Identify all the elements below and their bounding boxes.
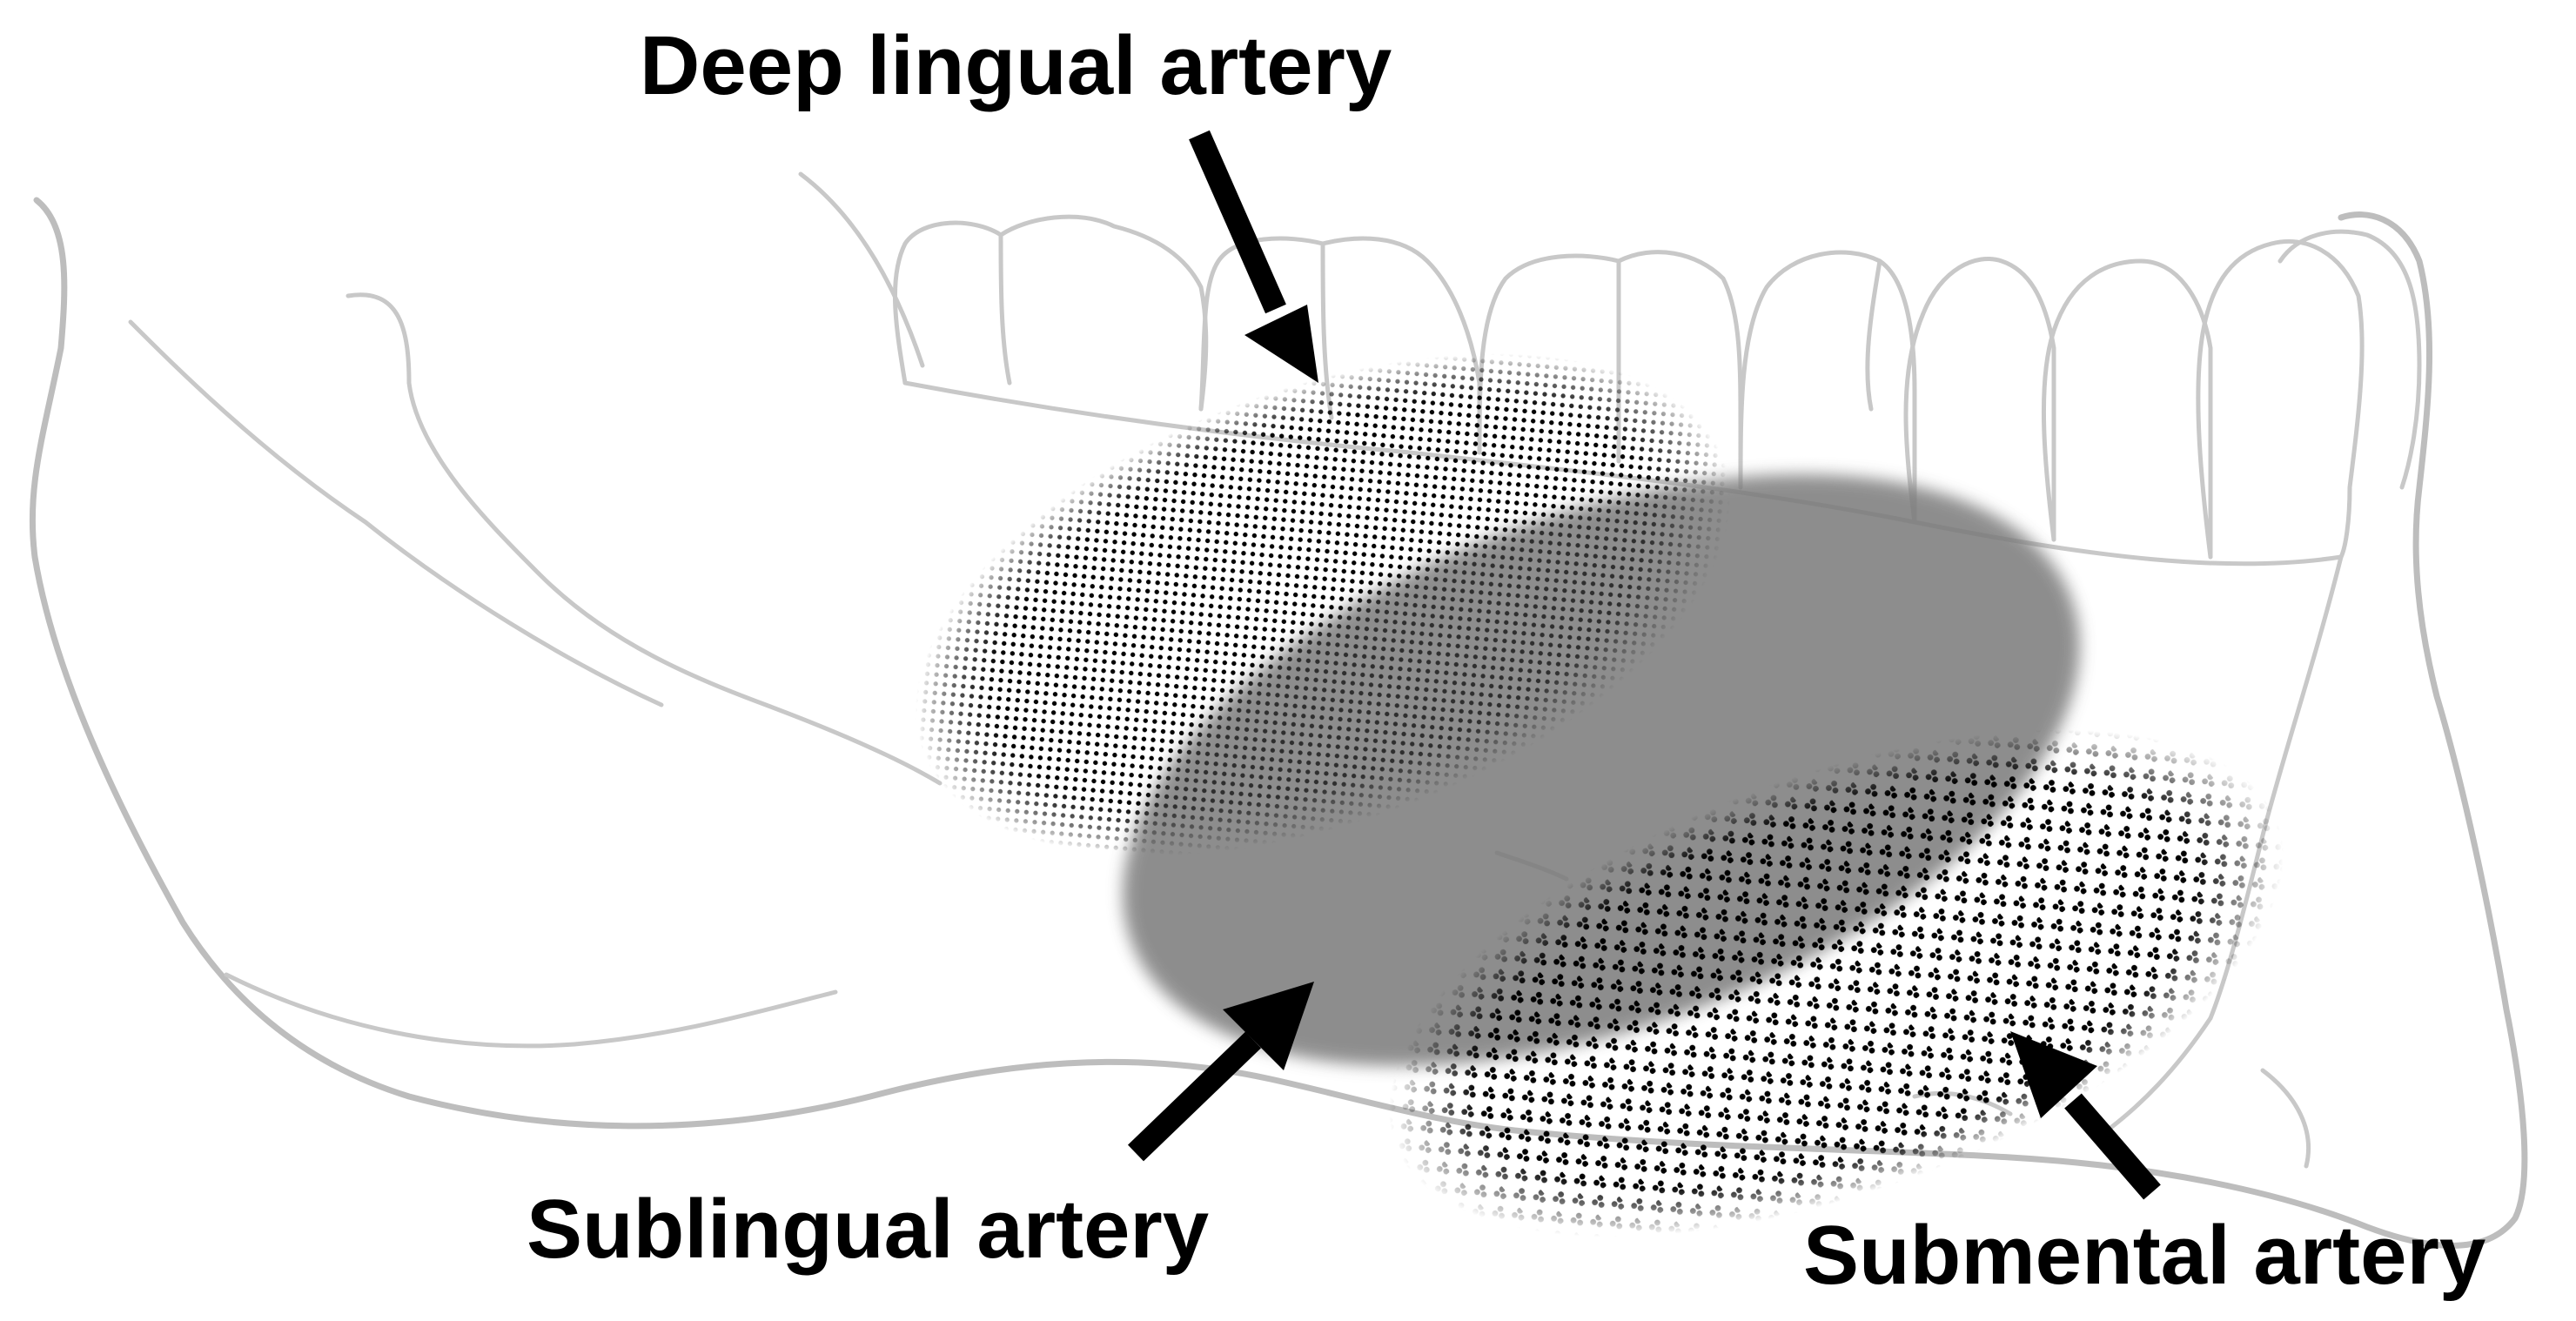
sublingual-arrow (1127, 982, 1314, 1162)
deep-lingual-label: Deep lingual artery (640, 19, 1392, 112)
submental-region (1388, 729, 2284, 1237)
deep-lingual-overlap-dots (915, 353, 1731, 856)
submental-arrow (2010, 1031, 2161, 1200)
deep-lingual-arrow (1189, 130, 1318, 383)
sublingual-label: Sublingual artery (527, 1183, 1209, 1276)
submental-label: Submental artery (1803, 1209, 2485, 1302)
